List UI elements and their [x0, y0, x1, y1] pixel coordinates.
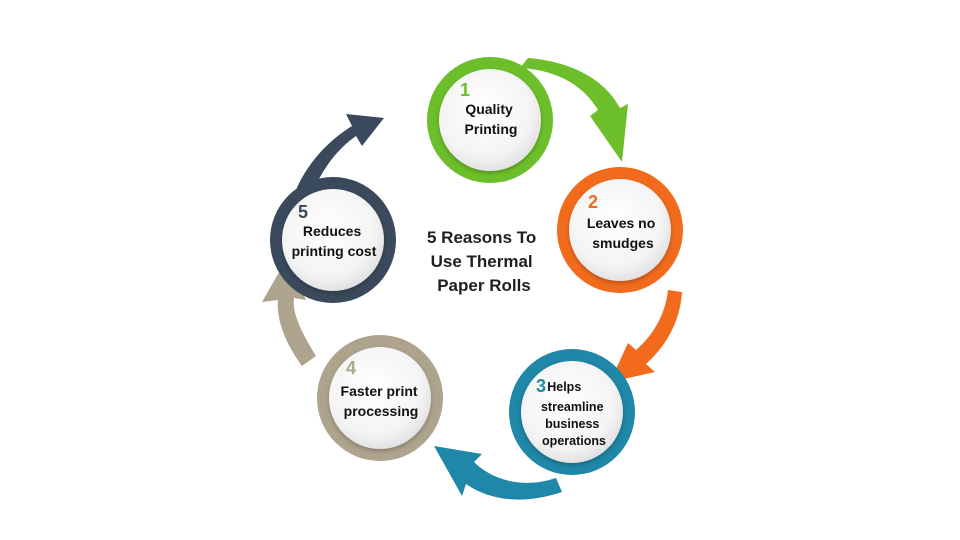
center-title: 5 Reasons To Use Thermal Paper Rolls	[427, 228, 541, 295]
reason-node-2: 2 Leaves no smudges	[557, 167, 683, 293]
reason-3-number: 3	[536, 376, 546, 396]
reason-5-disc	[282, 189, 384, 291]
reason-1-label-line-1: Quality	[465, 101, 513, 117]
reason-5-number: 5	[298, 202, 308, 222]
reason-1-disc	[439, 69, 541, 171]
center-title-line-1: 5 Reasons To	[427, 228, 536, 247]
reason-1-number: 1	[460, 80, 470, 100]
arrow-3-to-4	[434, 446, 562, 500]
reason-3-label-line-4: operations	[542, 434, 606, 448]
reason-2-number: 2	[588, 192, 598, 212]
reason-1-label-line-2: Printing	[465, 121, 518, 137]
reason-4-label-line-2: processing	[344, 403, 419, 419]
reason-3-label-line-3: business	[545, 417, 599, 431]
arrow-2-to-3	[610, 290, 682, 382]
reason-node-5: 5 Reduces printing cost	[270, 177, 396, 303]
reason-5-label-line-1: Reduces	[303, 223, 362, 239]
reason-3-label: Helps streamline business operations	[541, 380, 607, 448]
center-title-line-3: Paper Rolls	[437, 276, 531, 295]
reason-5-label-line-2: printing cost	[292, 243, 377, 259]
reason-2-disc	[569, 179, 671, 281]
reason-4-disc	[329, 347, 431, 449]
arrow-4-to-5	[262, 260, 316, 366]
arrow-1-to-2	[520, 58, 628, 162]
reason-node-4: 4 Faster print processing	[317, 335, 443, 461]
reason-2-label-line-2: smudges	[592, 235, 654, 251]
reason-2-label-line-1: Leaves no	[587, 215, 655, 231]
reason-2-label: Leaves no smudges	[587, 215, 659, 251]
center-title-line-2: Use Thermal	[431, 252, 533, 271]
reason-node-1: 1 Quality Printing	[427, 57, 553, 183]
reason-1-label: Quality Printing	[465, 101, 518, 137]
reason-5-label: Reduces printing cost	[292, 223, 377, 259]
arrow-5-to-1	[296, 114, 384, 194]
reason-4-number: 4	[346, 358, 356, 378]
reason-4-label: Faster print processing	[341, 383, 422, 419]
reason-3-label-line-2: streamline	[541, 400, 604, 414]
reason-node-3: 3 Helps streamline business operations	[509, 349, 635, 475]
reason-4-label-line-1: Faster print	[341, 383, 418, 399]
reason-3-label-line-1: Helps	[547, 380, 581, 394]
reason-3-disc	[521, 361, 623, 463]
